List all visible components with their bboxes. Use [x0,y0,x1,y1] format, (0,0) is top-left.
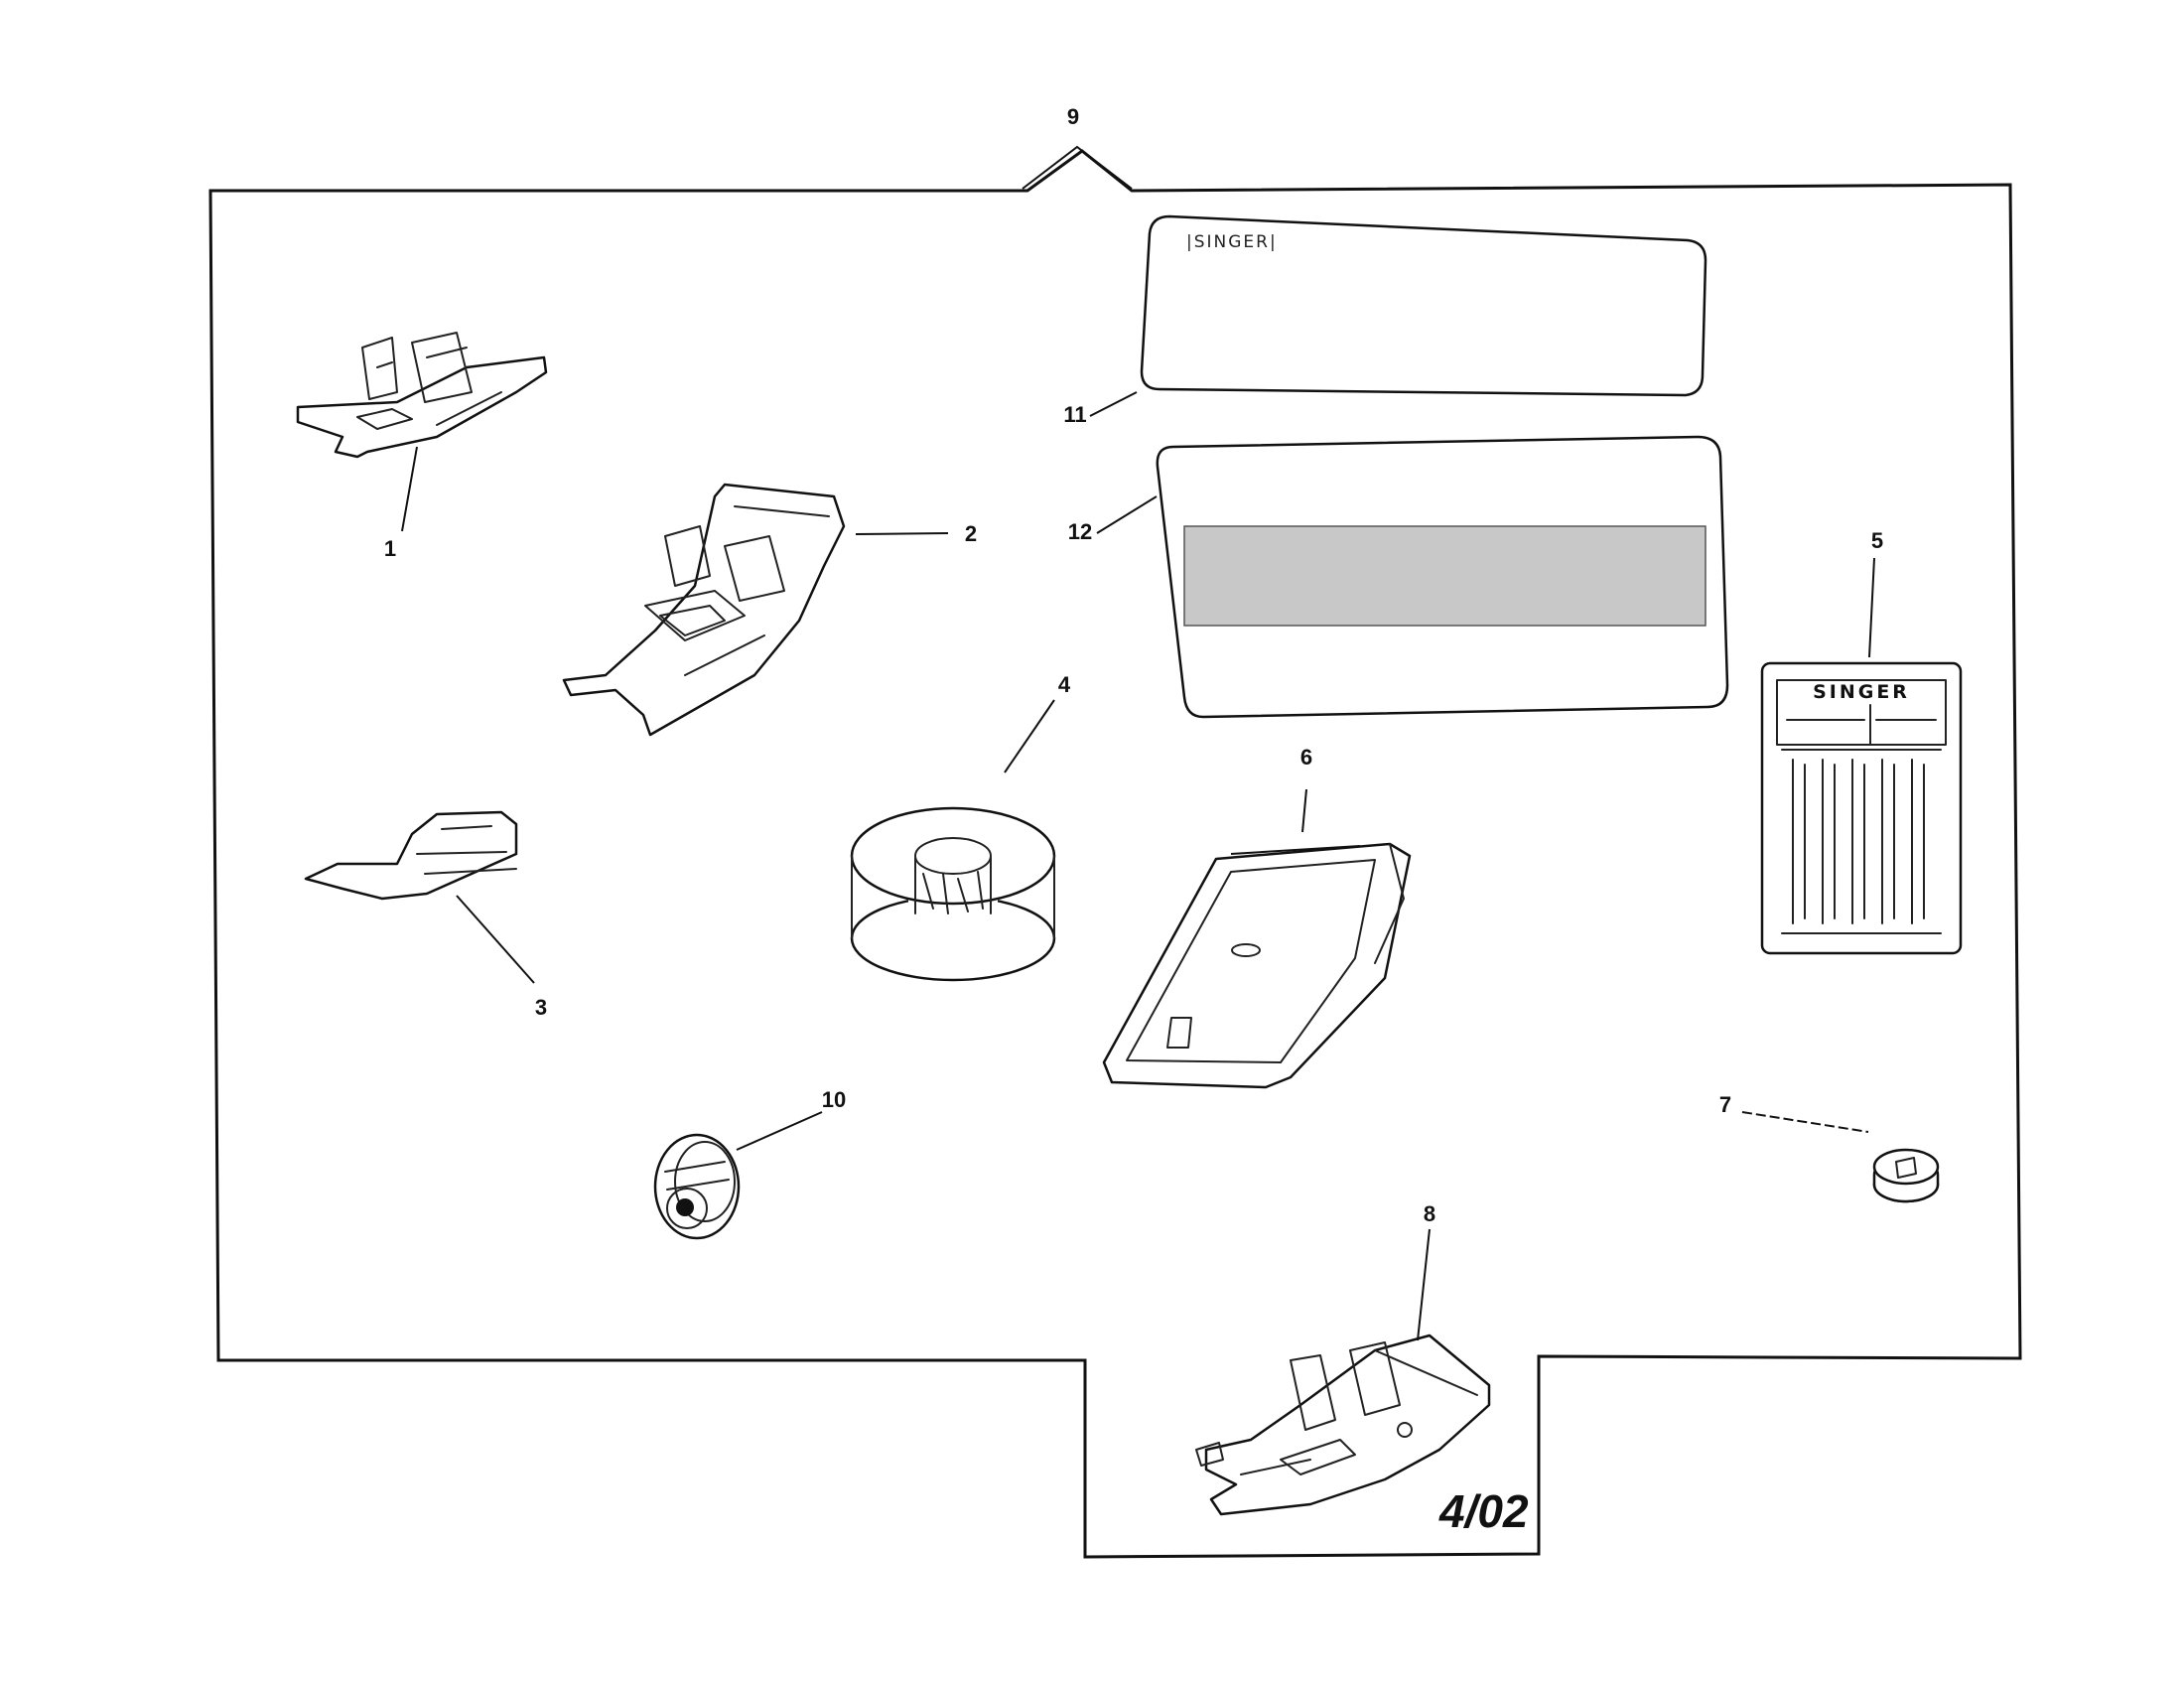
callout-6: 6 [1300,745,1312,770]
needle-pack-brand: SINGER [1813,681,1910,703]
callout-9: 9 [1067,104,1079,129]
callout-7: 7 [1719,1092,1731,1117]
leader-6 [1301,788,1307,833]
leader-1 [401,446,418,532]
presser-foot-all-purpose [1195,1333,1491,1516]
presser-foot-small [296,332,548,459]
presser-foot-large [562,483,846,737]
leader-12 [1096,495,1158,534]
case-base-shading [1183,525,1706,627]
callout-8: 8 [1424,1201,1435,1226]
seam-guide-plate [1102,842,1412,1089]
callout-2: 2 [965,521,977,546]
needle-pack: SINGER [1760,661,1963,955]
accessory-case-lid: |SINGER| [1140,214,1707,397]
callout-4: 4 [1058,672,1071,697]
leader-2 [855,532,949,535]
kit-9-bracket [1022,145,1133,190]
leader-5 [1868,557,1875,658]
zipper-foot [304,810,518,901]
leader-10 [736,1111,823,1151]
accessory-kit-outline [208,149,2022,1559]
case-lid-brand: |SINGER| [1186,232,1278,252]
callout-10: 10 [822,1087,846,1112]
bobbin [850,806,1056,982]
callout-5: 5 [1871,528,1883,553]
leader-7 [1741,1111,1869,1133]
revision-date: 4/02 [1438,1485,1529,1537]
callout-11: 11 [1063,402,1086,427]
leader-3 [456,895,535,984]
callout-12: 12 [1068,519,1092,544]
spool-cap [653,1133,741,1240]
leader-4 [1004,699,1055,773]
leader-8 [1417,1228,1431,1341]
callout-3: 3 [535,995,547,1020]
accessory-case-base [1156,435,1729,719]
spool-pin-felt [1872,1148,1940,1203]
callout-1: 1 [384,536,396,561]
leader-11 [1089,391,1138,417]
